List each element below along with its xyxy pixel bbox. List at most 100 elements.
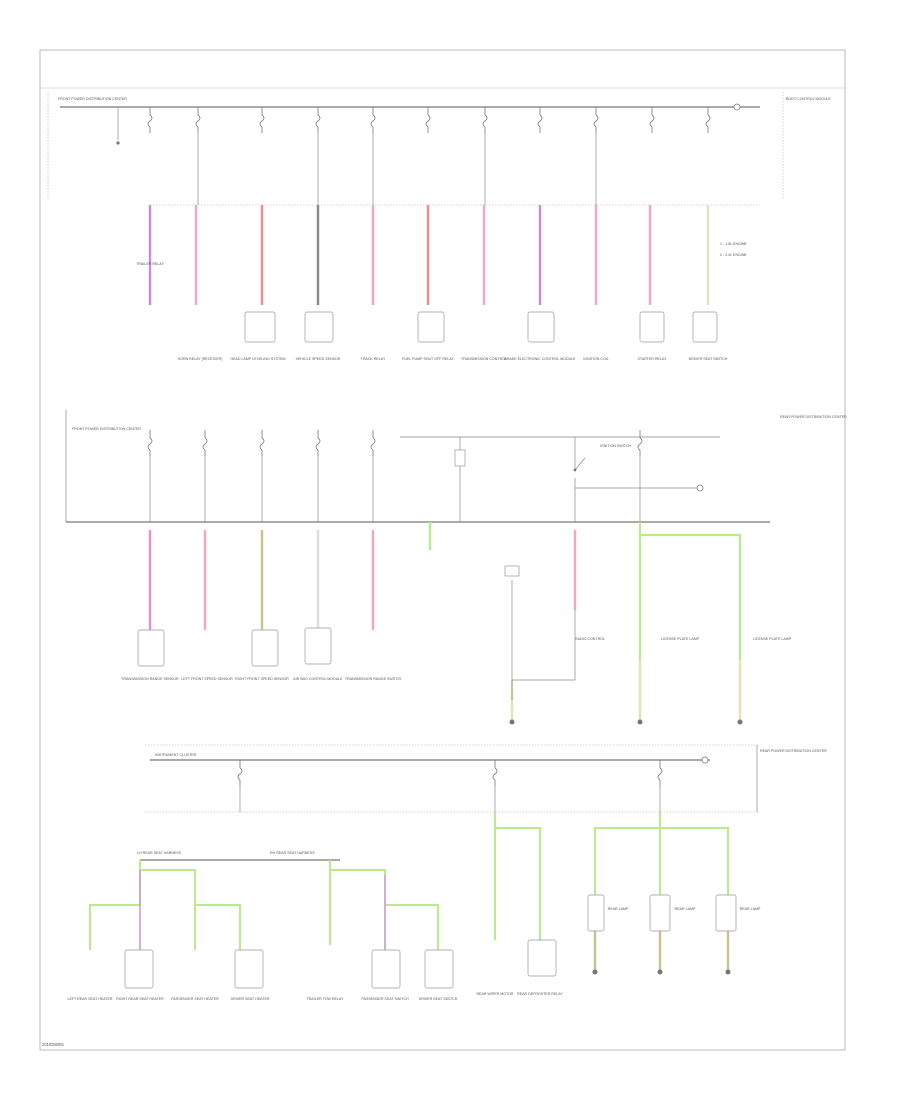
middle-wires — [148, 522, 743, 725]
bottom-left-label: INSTRUMENT CLUSTER — [155, 753, 197, 757]
bottom-components: LEFT REAR SEAT HEATER RIGHT REAR SEAT HEA… — [67, 894, 761, 1001]
top-component-label-9: STARTER RELAY — [638, 357, 668, 361]
top-section: FRONT POWER DISTRIBUTION CENTER BODY CON… — [47, 92, 832, 361]
top-fuse-3 — [259, 107, 265, 133]
top-connector-1 — [304, 311, 334, 343]
middle-component-label-6: LICENSE PLATE LAMP — [661, 637, 700, 641]
bottom-component-label-11: REAR LAMP — [740, 907, 761, 911]
top-fuse-8 — [537, 107, 543, 133]
top-component-label-7: BRAKE ELECTRONIC CONTROL MODULE — [504, 357, 576, 361]
bottom-connector-2 — [371, 949, 401, 989]
top-connector-4 — [639, 311, 665, 343]
top-fuse-1 — [147, 107, 153, 133]
rear-seat-tree-left — [89, 860, 141, 950]
bottom-connector-7 — [715, 894, 737, 932]
page-number: 2010D8005 — [42, 1042, 64, 1047]
middle-component-label-0: TRANSMISSION RANGE SENSOR — [121, 677, 179, 681]
top-component-label-1: HORN RELAY (RECEIVER) — [178, 357, 223, 361]
radio-control-box — [504, 565, 520, 577]
middle-left-label: FRONT POWER DISTRIBUTION CENTER — [72, 427, 141, 431]
top-fuse-2 — [195, 107, 201, 133]
top-right-label: BODY CONTROL MODULE — [786, 97, 832, 101]
bottom-fuse-1 — [492, 760, 498, 786]
middle-component-label-4: TRANSMISSION RANGE SWITCH — [345, 677, 402, 681]
bottom-component-label-6: DRIVER SEAT SWITCH — [419, 997, 458, 1001]
top-connector-3 — [527, 311, 555, 343]
middle-connector-0 — [137, 629, 165, 667]
top-fuse-10 — [649, 107, 655, 133]
top-connector-2 — [417, 311, 445, 343]
bottom-component-label-8: REAR DEFROSTER RELAY — [517, 992, 563, 996]
bottom-right-label: REAR POWER DISTRIBUTION CENTER — [760, 749, 827, 753]
note-1: 1 - 1.6L ENGINE — [720, 242, 747, 246]
middle-component-label-7: LICENSE PLATE LAMP — [753, 637, 792, 641]
bottom-connector-0 — [124, 949, 154, 989]
ignition-switch-label: IGNITION SWITCH — [600, 444, 632, 448]
bottom-section: INSTRUMENT CLUSTER REAR POWER DISTRIBUTI… — [67, 744, 827, 1001]
bottom-connector-3 — [424, 949, 454, 989]
bottom-component-label-1: RIGHT REAR SEAT HEATER — [116, 997, 164, 1001]
bottom-component-label-2: PASSENGER SEAT HEATER — [171, 997, 219, 1001]
bottom-connector-5 — [587, 894, 605, 932]
top-fuse-9 — [593, 107, 599, 133]
top-connector-5 — [692, 311, 718, 343]
ignition-switch-contact — [574, 457, 586, 471]
middle-fuse-1 — [202, 430, 208, 456]
bottom-component-label-3: DRIVER SEAT HEATER — [231, 997, 270, 1001]
top-component-label-3: VEHICLE SPEED SENSOR — [296, 357, 341, 361]
bottom-fuse-0 — [237, 760, 243, 786]
middle-connector-1 — [251, 629, 279, 667]
bottom-component-label-0: LEFT REAR SEAT HEATER — [67, 997, 112, 1001]
top-fuse-4 — [315, 107, 321, 133]
top-component-label-0: TRAILER RELAY — [136, 262, 164, 266]
top-components: TRAILER RELAY HORN RELAY (RECEIVER) HEAD L… — [136, 262, 728, 361]
middle-fuse-5 — [637, 430, 643, 456]
top-component-label-10: DRIVER SEAT SWITCH — [689, 357, 728, 361]
middle-fuse-2 — [259, 430, 265, 456]
top-fuses — [116, 107, 711, 205]
middle-fuse-3 — [315, 430, 321, 456]
middle-relay — [454, 449, 466, 467]
top-bus-connector — [733, 103, 741, 111]
top-fuse-7 — [482, 107, 488, 133]
middle-right-label: REAR POWER DISTRIBUTION CENTER — [780, 415, 847, 419]
middle-fuses — [147, 430, 643, 522]
middle-component-label-5: RADIO CONTROL — [575, 637, 605, 641]
bottom-connector-4 — [527, 939, 557, 977]
bottom-component-label-10: REAR LAMP — [675, 907, 696, 911]
top-component-label-8: IGNITION COIL — [583, 357, 608, 361]
license-lamp-feed — [638, 522, 742, 720]
middle-component-label-1: LEFT FRONT SPEED SENSOR — [181, 677, 233, 681]
middle-fuse-4 — [370, 430, 376, 456]
middle-fuse-0 — [147, 430, 153, 456]
bottom-connector-6 — [649, 894, 671, 932]
harness-right-label: RH REAR SEAT HARNESS — [270, 851, 315, 855]
top-component-label-2: HEAD LAMP LEVELING SYSTEM — [230, 357, 285, 361]
bottom-component-label-5: PASSENGER SEAT SWITCH — [361, 997, 409, 1001]
top-left-label: FRONT POWER DISTRIBUTION CENTER — [58, 97, 127, 101]
bottom-wires — [89, 812, 731, 975]
bottom-component-label-9: REAR LAMP — [608, 907, 629, 911]
note-2: 2 - 2.0L ENGINE — [720, 253, 747, 257]
top-fuse-6 — [425, 107, 431, 133]
bottom-component-label-7: REAR WIPER MOTOR — [476, 992, 513, 996]
harness-left-label: LH REAR SEAT HARNESS — [137, 851, 182, 855]
middle-component-label-2: RIGHT FRONT SPEED SENSOR — [235, 677, 289, 681]
bottom-fuse-2 — [657, 760, 663, 786]
rear-lamp-feed — [594, 812, 661, 970]
top-wires — [148, 205, 710, 305]
middle-connector-2 — [304, 627, 332, 665]
top-component-label-4: TRACK RELAY — [361, 357, 386, 361]
top-component-label-5: FUEL PUMP SHUT OFF RELAY — [402, 357, 454, 361]
rear-seat-tree-right — [329, 860, 386, 950]
top-component-label-6: TRANSMISSION CONTROL — [461, 357, 507, 361]
top-fuse-5 — [370, 107, 376, 133]
bottom-fuses — [237, 760, 663, 812]
middle-component-label-3: AIR BAG CONTROL MODULE — [293, 677, 343, 681]
top-connector-0 — [244, 311, 276, 343]
bottom-component-label-4: TRAILER TOW RELAY — [307, 997, 345, 1001]
middle-section: FRONT POWER DISTRIBUTION CENTER REAR POW… — [65, 410, 847, 725]
